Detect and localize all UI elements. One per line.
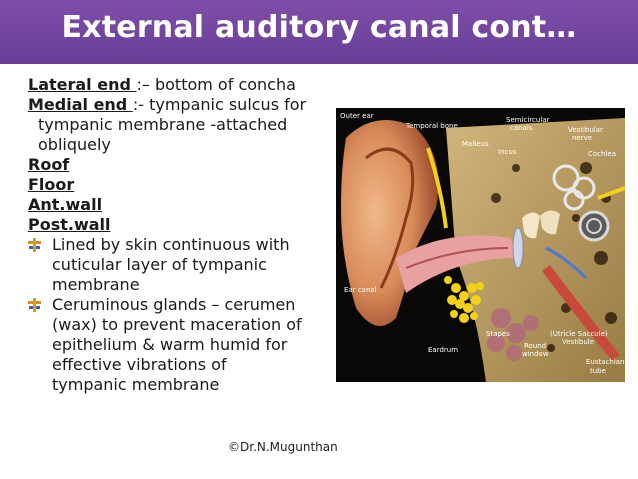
label-utricle-saccule: (Utricle Saccule): [550, 330, 608, 338]
heading-floor: Floor: [28, 175, 75, 194]
label-stapes: Stapes: [486, 330, 510, 338]
title-bar: External auditory canal cont…: [0, 0, 638, 64]
label-malleus: Malleus: [462, 140, 489, 148]
ear-anatomy-figure: Outer ear Temporal bone Semicircular can…: [336, 108, 625, 382]
bullet-line: tympanic membrane: [52, 375, 220, 394]
lateral-end-label: Lateral end: [28, 75, 137, 94]
bullet-item: Ceruminous glands – cerumen (wax) to pre…: [28, 295, 328, 395]
ear-anatomy-illustration: Outer ear Temporal bone Semicircular can…: [336, 108, 625, 382]
author-credit: ©Dr.N.Mugunthan: [228, 440, 338, 454]
label-round-window-1: Round: [524, 342, 546, 350]
label-eustachian-tube-2: tube: [590, 367, 606, 375]
lateral-end-text: :– bottom of concha: [136, 75, 296, 94]
label-temporal-bone: Temporal bone: [405, 122, 458, 130]
bullet-line: Lined by skin continuous with: [52, 235, 290, 254]
label-cochlea: Cochlea: [588, 150, 616, 158]
bullet-line: epithelium & warm humid for: [52, 335, 288, 354]
medial-end-text: :- tympanic sulcus for: [132, 95, 307, 114]
medial-end-line: Medial end :- tympanic sulcus for: [28, 95, 328, 115]
label-round-window-2: window: [522, 350, 549, 358]
slide-content: Lateral end :– bottom of concha Medial e…: [28, 75, 328, 395]
label-eardrum: Eardrum: [428, 346, 458, 354]
heading-ant-wall: Ant.wall: [28, 195, 103, 214]
label-eustachian-tube-1: Eustachian: [586, 358, 625, 366]
label-outer-ear: Outer ear: [340, 112, 374, 120]
bullet-line: cuticular layer of tympanic: [52, 255, 267, 274]
bullet-line: membrane: [52, 275, 140, 294]
bullet-arrow-icon: [28, 238, 41, 252]
bullet-arrow-icon: [28, 298, 41, 312]
bullet-item: Lined by skin continuous with cuticular …: [28, 235, 328, 295]
label-semicircular-canals-2: canals: [510, 124, 533, 132]
medial-end-continuation-1: tympanic membrane -attached: [38, 115, 288, 134]
heading-post-wall: Post.wall: [28, 215, 111, 234]
bullet-line: effective vibrations of: [52, 355, 227, 374]
heading-roof: Roof: [28, 155, 70, 174]
label-vestibule: Vestibule: [562, 338, 594, 346]
label-ear-canal: Ear canal: [344, 286, 377, 294]
bullet-line: Ceruminous glands – cerumen: [52, 295, 296, 314]
medial-end-continuation-2: obliquely: [38, 135, 111, 154]
label-vestibular-nerve-1: Vestibular: [568, 126, 603, 134]
bullet-line: (wax) to prevent maceration of: [52, 315, 302, 334]
slide-title: External auditory canal cont…: [61, 10, 577, 45]
lateral-end-line: Lateral end :– bottom of concha: [28, 75, 328, 95]
label-semicircular-canals-1: Semicircular: [506, 116, 550, 124]
label-vestibular-nerve-2: nerve: [572, 134, 592, 142]
label-incus: Incus: [498, 148, 517, 156]
medial-end-label: Medial end: [28, 95, 133, 114]
